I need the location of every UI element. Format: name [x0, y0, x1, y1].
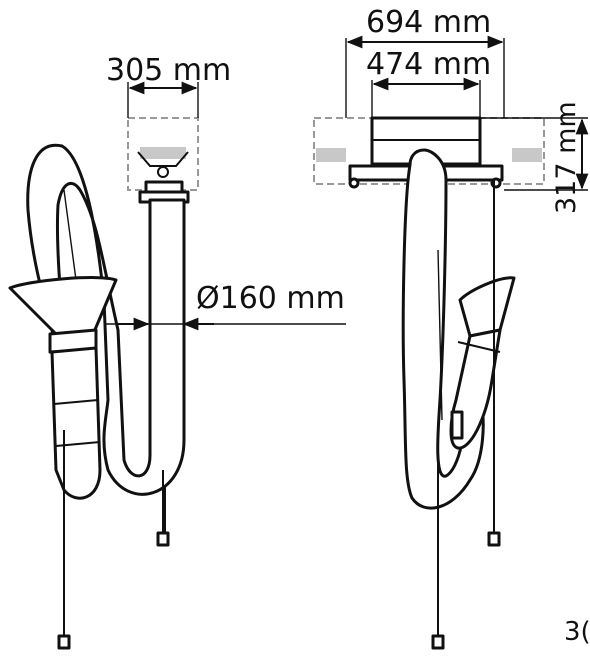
side-cord-weight-left	[57, 634, 71, 650]
side-pivot-joint	[157, 166, 169, 178]
corner-text: 3(	[564, 617, 590, 647]
front-mount-bolt-left	[348, 177, 360, 189]
front-hood-handle	[450, 410, 464, 440]
side-cord-weight-right	[156, 531, 170, 547]
front-capture-hood	[458, 276, 516, 338]
label-317: 317 mm	[551, 101, 582, 214]
front-rod-weight	[487, 531, 501, 547]
label-474: 474 mm	[366, 47, 491, 82]
dimension-diameter: Ø160 mm	[106, 281, 346, 331]
side-view	[8, 117, 199, 650]
side-hose-seam	[63, 189, 77, 281]
label-694: 694 mm	[366, 5, 491, 40]
side-capture-hood	[8, 276, 118, 336]
dimension-474: 474 mm	[366, 47, 491, 118]
front-cord-weight	[431, 634, 445, 650]
side-mount-rail	[140, 147, 186, 159]
side-hood-ring-1	[53, 399, 99, 405]
front-mount-grey-left	[316, 148, 346, 162]
front-mount-grey-right	[512, 148, 542, 162]
dimension-694: 694 mm	[345, 5, 505, 118]
dimension-317: 317 mm	[480, 101, 589, 214]
front-view	[313, 116, 545, 650]
side-hood-lower-tube	[50, 346, 102, 500]
front-hose-seam	[437, 249, 443, 421]
dimension-305: 305 mm	[106, 53, 231, 118]
label-diameter: Ø160 mm	[196, 281, 345, 316]
label-305: 305 mm	[106, 53, 231, 88]
